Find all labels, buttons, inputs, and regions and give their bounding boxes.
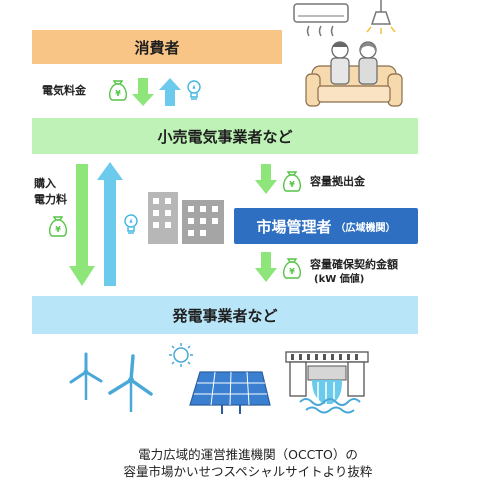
ceiling-lamp-icon <box>366 0 396 34</box>
caption-line2: 容量市場かいせつスペシャルサイトより抜粋 <box>123 464 373 479</box>
yen-bag-icon <box>48 216 68 237</box>
power-arrow-long-up <box>97 162 123 286</box>
purchase-label-line1: 購入 <box>34 177 56 190</box>
money-arrow-down <box>132 78 154 106</box>
couple-on-sofa-icon <box>305 41 403 107</box>
caption-line1: 電力広域的運営推進機関（OCCTO）の <box>138 447 358 462</box>
office-building-icon <box>148 192 224 244</box>
retailer-box: 小売電気事業者など <box>32 118 418 154</box>
yen-bag-icon <box>108 80 128 101</box>
sun-icon <box>169 343 193 367</box>
electricity-fee-label: 電気料金 <box>42 84 86 97</box>
market-manager-label: 市場管理者 <box>256 217 332 236</box>
yen-bag-icon <box>282 258 302 279</box>
capacity-contract-arrow <box>255 252 277 282</box>
light-bulb-icon <box>124 214 138 234</box>
capacity-contribution-label: 容量拠出金 <box>310 175 365 188</box>
wind-turbine-icon <box>69 352 103 400</box>
retailer-label: 小売電気事業者など <box>157 127 293 146</box>
light-bulb-icon <box>187 80 201 100</box>
market-manager-box: 市場管理者 （広域機関） <box>234 208 418 244</box>
purchase-label-line2: 電力料 <box>34 193 67 206</box>
capacity-contract-label-line1: 容量確保契約金額 <box>310 258 398 271</box>
solar-panel-icon <box>189 371 271 414</box>
wind-turbine-icon <box>108 354 153 412</box>
consumer-box: 消費者 <box>32 30 282 64</box>
air-conditioner-icon <box>293 3 349 37</box>
generator-label: 発電事業者など <box>172 306 278 325</box>
capacity-contribution-arrow <box>255 164 277 194</box>
capacity-contract-label-line2: (kW 価値) <box>314 274 365 285</box>
consumer-label: 消費者 <box>134 38 180 57</box>
hydro-dam-icon <box>285 351 369 414</box>
money-arrow-long-down <box>69 164 95 286</box>
power-arrow-up <box>159 78 181 106</box>
market-manager-sublabel: （広域機関） <box>335 222 396 234</box>
yen-bag-icon <box>282 171 302 192</box>
generator-box: 発電事業者など <box>32 296 418 334</box>
